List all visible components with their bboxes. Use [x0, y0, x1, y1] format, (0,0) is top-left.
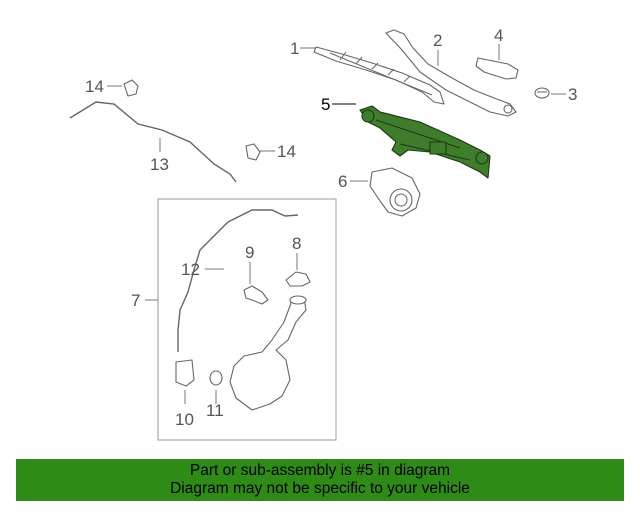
svg-text:3: 3: [568, 85, 577, 104]
callout-8: 8: [292, 234, 301, 270]
banner-line-2: Diagram may not be specific to your vehi…: [170, 480, 470, 497]
callout-2: 2: [433, 31, 442, 66]
part-11-grommet: [209, 370, 223, 386]
info-banner: Part or sub-assembly is #5 in diagram Di…: [16, 459, 624, 501]
callout-14-lower: 14: [260, 142, 296, 161]
part-1-wiper-blade: [313, 46, 445, 105]
part-8-cap: [285, 271, 311, 287]
part-4-arm-cap: [475, 57, 519, 80]
callout-4: 4: [494, 26, 503, 60]
svg-text:7: 7: [131, 291, 140, 310]
part-6-wiper-motor: [369, 167, 421, 217]
callout-12: 12: [181, 260, 224, 279]
callout-13: 13: [150, 138, 169, 174]
callout-7: 7: [131, 291, 158, 310]
banner-line-1: Part or sub-assembly is #5 in diagram: [189, 462, 451, 479]
callout-1: 1: [290, 39, 316, 58]
svg-text:8: 8: [292, 234, 301, 253]
svg-text:2: 2: [433, 31, 442, 50]
part-7-group-box: [157, 198, 337, 441]
callout-14-upper: 14: [85, 77, 122, 96]
svg-text:13: 13: [150, 155, 169, 174]
svg-text:5: 5: [321, 95, 330, 114]
svg-text:4: 4: [494, 26, 503, 45]
svg-text:6: 6: [338, 172, 347, 191]
part-10-washer-pump: [175, 359, 195, 387]
part-3-nut: [534, 87, 550, 99]
svg-text:9: 9: [245, 243, 254, 262]
part-9-nozzle: [243, 285, 269, 305]
svg-text:1: 1: [290, 39, 299, 58]
svg-text:14: 14: [85, 77, 104, 96]
part-5-wiper-linkage: [359, 105, 491, 179]
part-14-clip-upper: [123, 79, 139, 97]
part-14-clip-lower: [245, 143, 261, 161]
svg-text:14: 14: [277, 142, 296, 161]
callout-5: 5: [321, 95, 356, 114]
callout-3: 3: [551, 85, 577, 104]
part-12-hose: [177, 209, 299, 352]
parts-diagram: 1 2 4 3 5: [69, 26, 577, 441]
part-2-wiper-arm: [385, 29, 517, 117]
callout-11: 11: [206, 390, 224, 420]
svg-text:12: 12: [181, 260, 200, 279]
callout-9: 9: [245, 243, 254, 284]
svg-text:10: 10: [175, 410, 194, 429]
washer-reservoir: [229, 295, 307, 411]
svg-text:11: 11: [206, 401, 224, 420]
part-13-hose: [69, 101, 237, 183]
callout-10: 10: [175, 390, 194, 429]
callout-6: 6: [338, 172, 368, 191]
